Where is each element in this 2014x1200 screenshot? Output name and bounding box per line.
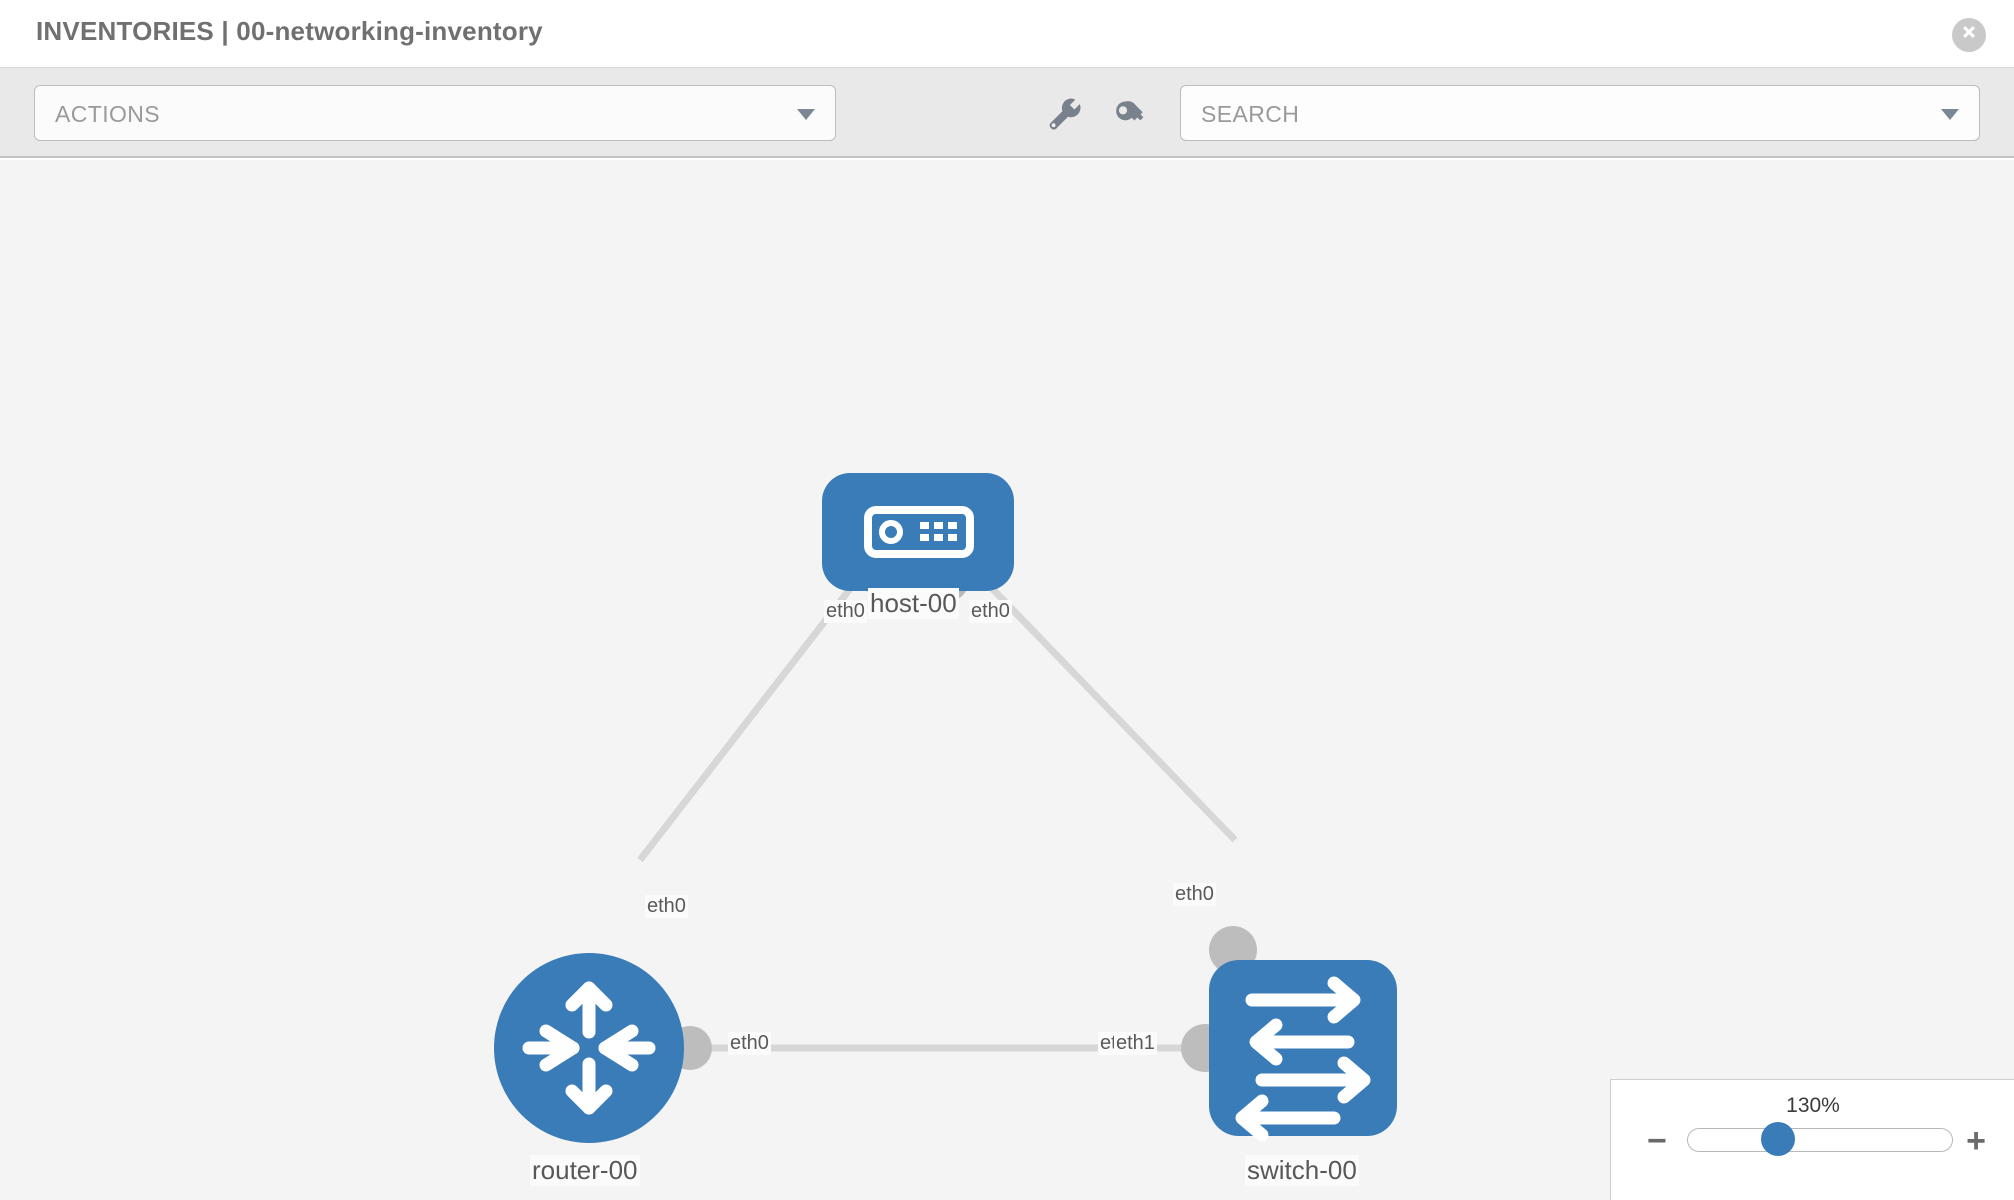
zoom-slider-track[interactable] (1687, 1128, 1953, 1152)
topology-canvas[interactable]: eth0 host-00 eth0 eth0 eth0 eth0 eth0 et… (0, 160, 2014, 1200)
node-label-host-00: host-00 (868, 588, 959, 619)
node-label-router-00: router-00 (530, 1155, 640, 1186)
close-x-glyph (1963, 26, 1975, 38)
wrench-glyph (1049, 98, 1081, 130)
interface-label-router00-eth0-up: eth0 (645, 895, 688, 918)
page-header: INVENTORIES | 00-networking-inventory (0, 0, 2014, 68)
search-input[interactable]: SEARCH (1180, 85, 1980, 141)
zoom-out-button[interactable]: − (1647, 1122, 1667, 1160)
zoom-slider-thumb[interactable] (1761, 1122, 1795, 1156)
key-glyph (1116, 101, 1144, 121)
search-placeholder-text: SEARCH (1201, 101, 1300, 127)
zoom-percent-label: 130% (1786, 1094, 1840, 1117)
topology-links (637, 547, 1238, 1052)
interface-label-switch00-eth1: eth1 (1114, 1032, 1157, 1055)
node-switch-00[interactable] (1209, 960, 1397, 1142)
zoom-in-button[interactable]: + (1966, 1122, 1986, 1160)
chevron-down-icon (797, 109, 815, 120)
zoom-control-panel: 130% − + (1610, 1079, 2014, 1200)
page-title: INVENTORIES | 00-networking-inventory (36, 16, 543, 46)
chevron-down-icon[interactable] (1941, 109, 1959, 120)
interface-label-router00-eth0: eth0 (728, 1032, 771, 1055)
node-host-00[interactable] (822, 473, 1014, 591)
interface-connectors (668, 558, 1257, 1072)
key-icon[interactable] (1108, 90, 1154, 136)
router-arrows-icon (522, 981, 656, 1115)
switch-arrows-icon (1235, 976, 1371, 1142)
server-appliance-icon (864, 506, 974, 558)
link-host00-switch00[interactable] (952, 547, 1238, 843)
topology-graph (494, 473, 1397, 1143)
node-router-00[interactable] (494, 953, 684, 1143)
wrench-icon[interactable] (1040, 90, 1086, 136)
link-host00-router00[interactable] (637, 547, 883, 863)
actions-dropdown[interactable]: ACTIONS (34, 85, 836, 141)
interface-label-host00-eth0-right: eth0 (969, 600, 1012, 623)
interface-label-host00-eth0-left: eth0 (824, 600, 867, 623)
actions-dropdown-label: ACTIONS (55, 101, 161, 127)
node-label-switch-00: switch-00 (1245, 1155, 1359, 1186)
close-icon[interactable] (1952, 18, 1986, 52)
interface-label-switch00-eth0-up: eth0 (1173, 883, 1216, 906)
